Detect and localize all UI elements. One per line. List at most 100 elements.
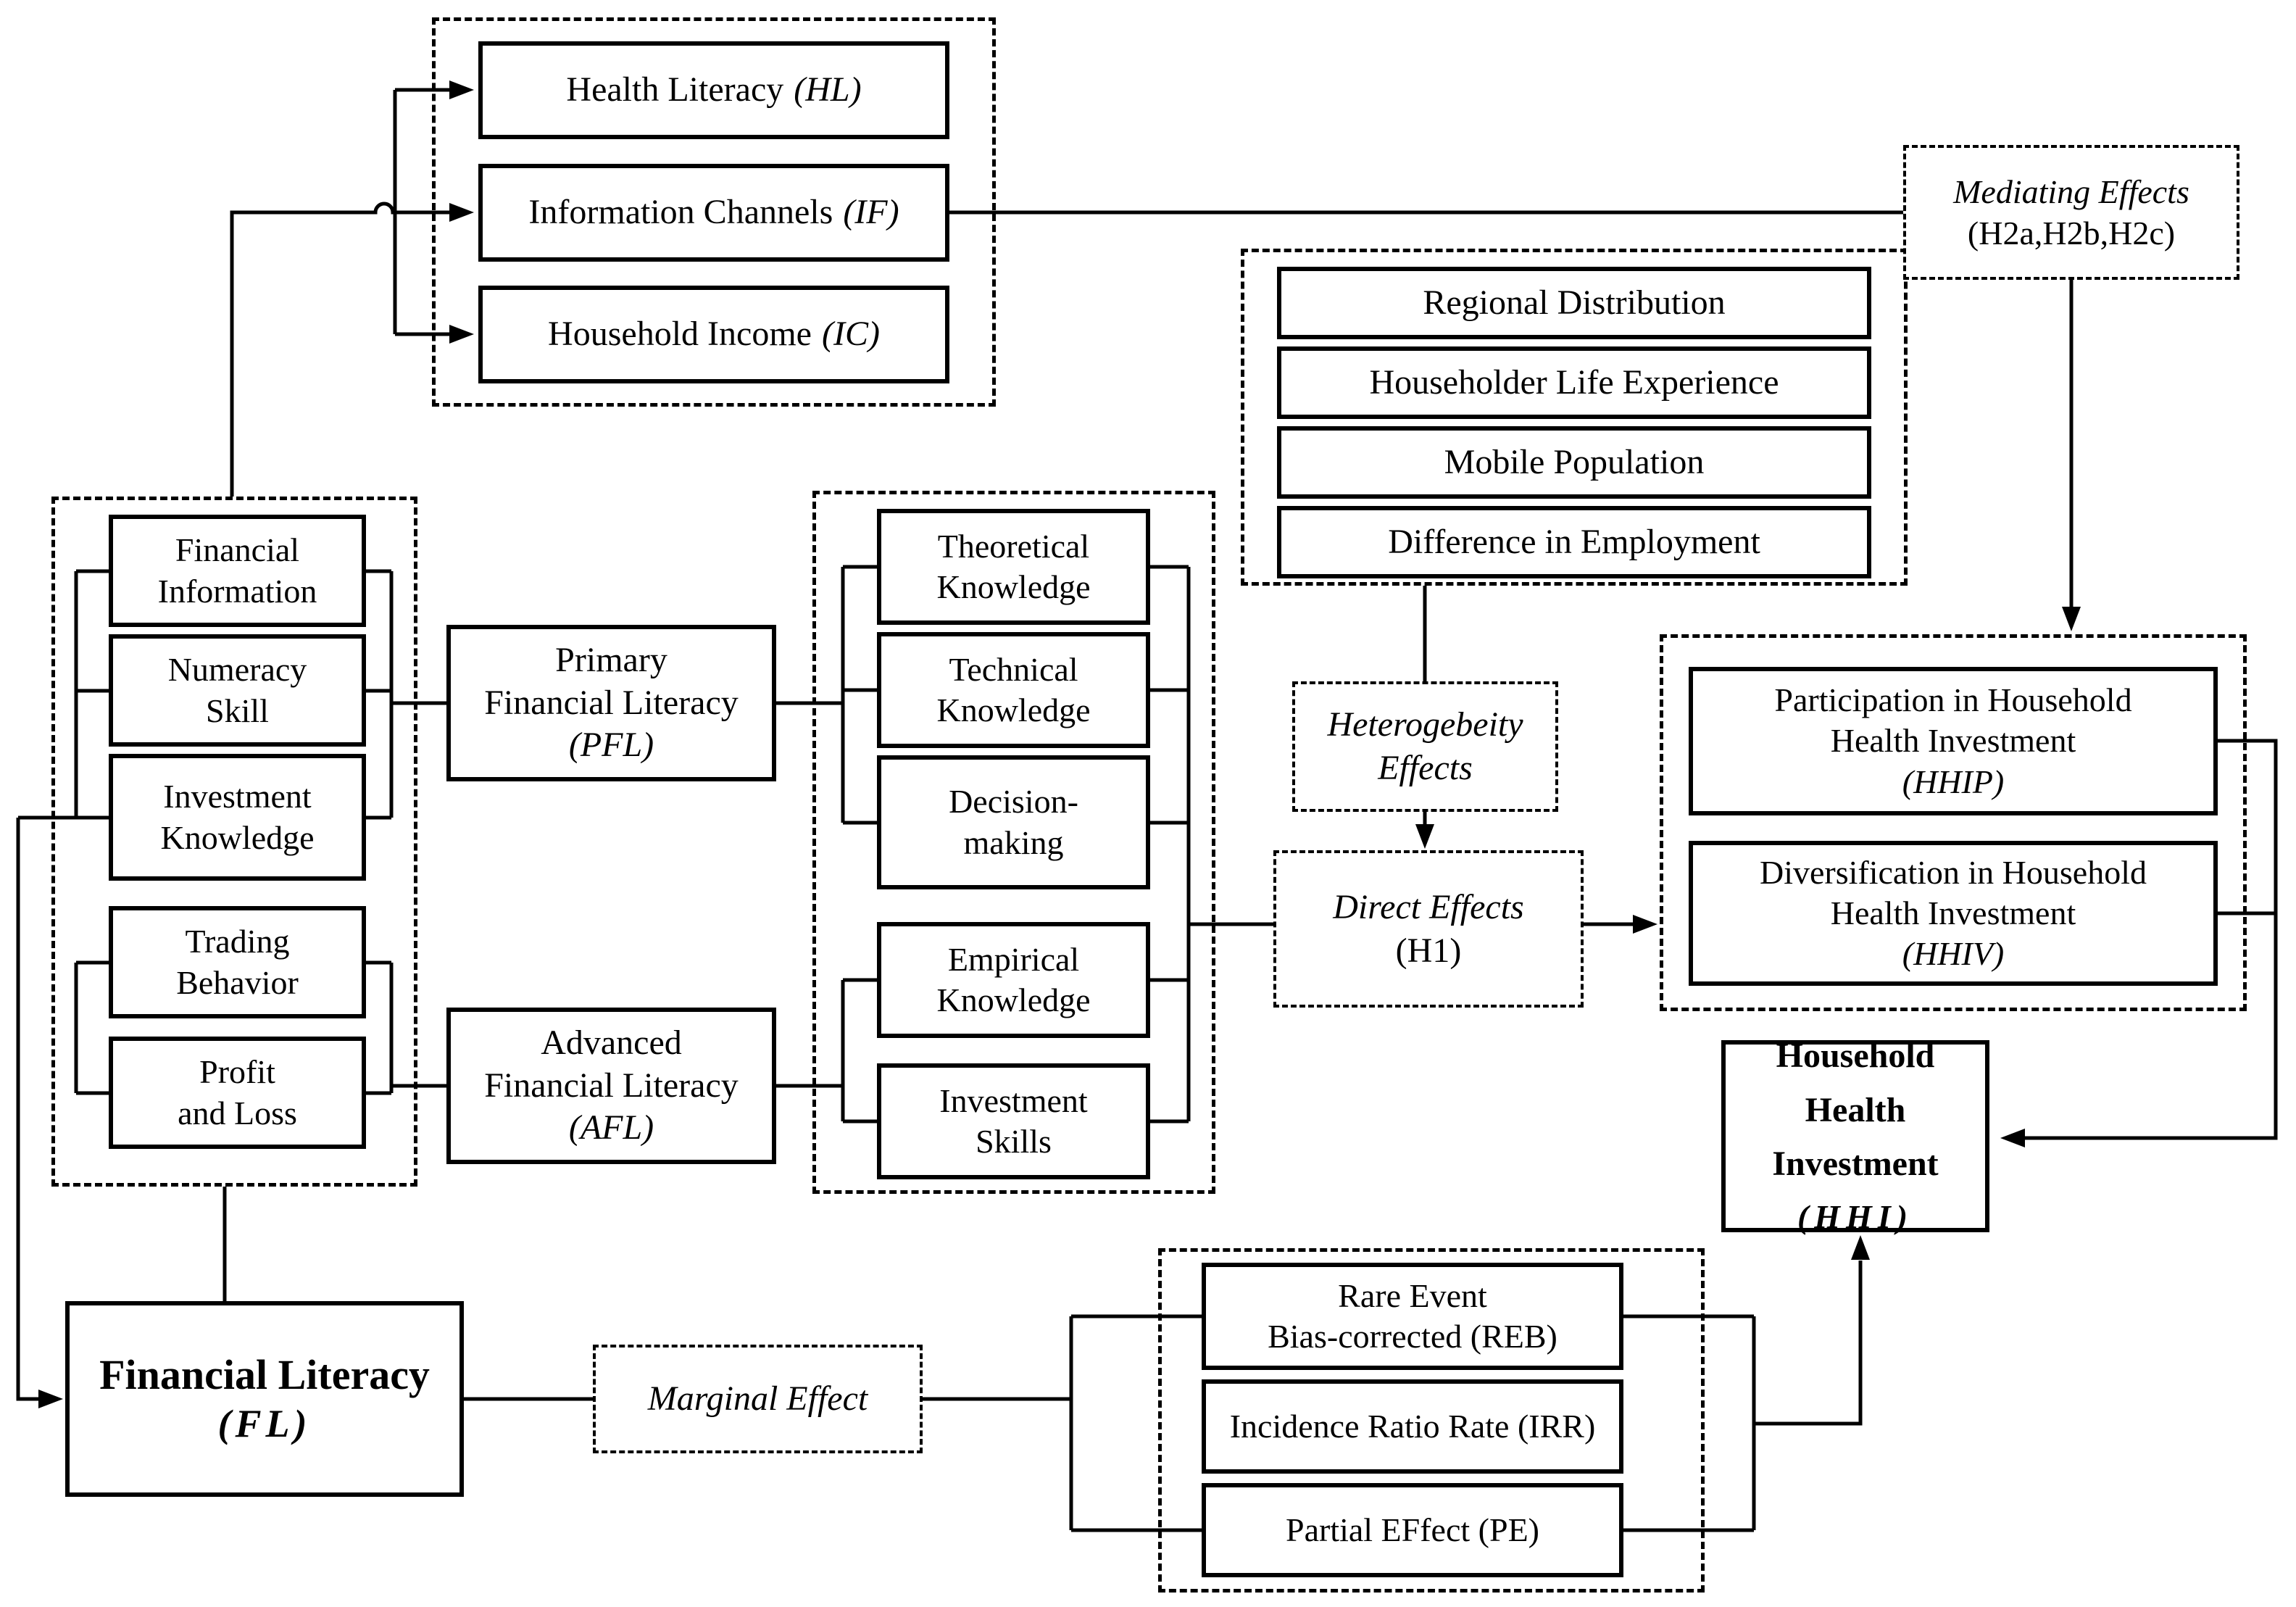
reb-line2: Bias-corrected (REB) [1268,1318,1557,1355]
pfl-line2: Financial Literacy [484,683,739,722]
arrowhead-into-fl [38,1390,63,1408]
heterogeneity-effects-box: Heterogebeity Effects [1292,681,1558,812]
investment-knowledge-line1: Investment [163,778,312,815]
empirical-knowledge-box: Empirical Knowledge [877,922,1150,1038]
hhiv-box: Diversification in Household Health Inve… [1689,841,2218,986]
pfl-line1: Primary [555,641,667,680]
afl-line1: Advanced [541,1023,682,1063]
numeracy-skill-box: Numeracy Skill [109,634,366,747]
connector-left-to-mediators [230,202,395,497]
irr-box: Incidence Ratio Rate (IRR) [1202,1379,1623,1474]
heterogeneity-effects-line2: Effects [1378,749,1473,787]
mediating-effects-hypotheses: (H2a,H2b,H2c) [1967,215,2176,252]
connector-mid-left-brackets [776,565,877,1124]
financial-literacy-label: Financial Literacy [99,1350,430,1398]
marginal-effect-label: Marginal Effect [647,1379,868,1418]
arrowhead-mediating-down [2062,607,2081,631]
hhiv-line1: Diversification in Household [1759,853,2147,891]
household-income-label: Household Income [548,315,812,354]
connector-outcome-bracket [2021,739,2278,1140]
investment-skills-box: Investment Skills [877,1063,1150,1179]
mediating-effects-box: Mediating Effects (H2a,H2b,H2c) [1903,145,2239,280]
trading-behavior-line2: Behavior [176,963,299,1001]
robustness-container [1158,1248,1705,1593]
reb-line1: Rare Event [1338,1276,1487,1314]
advanced-financial-literacy-box: Advanced Financial Literacy (AFL) [446,1008,776,1164]
mediating-effects-title: Mediating Effects [1953,173,2189,210]
householder-life-experience-label: Householder Life Experience [1369,362,1779,402]
difference-in-employment-label: Difference in Employment [1388,522,1760,561]
health-literacy-abbr: (HL) [794,70,862,109]
arrowhead-ic [449,325,474,344]
household-income-box: Household Income (IC) [478,286,949,383]
profit-and-loss-line1: Profit [199,1053,275,1091]
connector-far-left [16,818,41,1401]
financial-literacy-abbr: (FL) [217,1402,312,1446]
household-income-abbr: (IC) [821,315,880,354]
pe-label: Partial EFfect (PE) [1285,1511,1539,1548]
hhip-abbr: (HHIP) [1902,763,2005,800]
afl-line2: Financial Literacy [484,1066,739,1105]
connector-robust-right-bracket [1623,1261,1863,1532]
marginal-effect-box: Marginal Effect [593,1345,923,1453]
outcomes-container [1660,634,2247,1011]
financial-information-line2: Information [157,572,317,610]
health-literacy-box: Health Literacy (HL) [478,41,949,139]
fl-indicators-container [51,497,417,1187]
empirical-knowledge-line2: Knowledge [936,981,1091,1018]
arrowhead-into-hhi-right [2000,1129,2025,1147]
theoretical-knowledge-box: Theoretical Knowledge [877,509,1150,625]
arrowhead-into-outcomes [1633,915,1657,934]
financial-literacy-box: Financial Literacy (FL) [65,1301,464,1497]
financial-information-line1: Financial [175,531,300,569]
numeracy-skill-line1: Numeracy [167,651,307,689]
theoretical-knowledge-line2: Knowledge [936,568,1091,605]
connector-mediator-bracket [393,88,452,336]
direct-effects-hypothesis: (H1) [1395,931,1462,970]
hhi-abbr: (HHI) [1797,1198,1914,1236]
direct-effects-box: Direct Effects (H1) [1273,850,1584,1008]
hhi-line1: Household Health [1776,1037,1935,1129]
financial-information-box: Financial Information [109,515,366,627]
hhiv-line2: Health Investment [1830,894,2076,931]
decision-making-line1: Decision- [949,783,1078,821]
hhip-box: Participation in Household Health Invest… [1689,667,2218,815]
decision-making-line2: making [963,823,1064,861]
mobile-population-box: Mobile Population [1277,426,1871,499]
heterogeneity-effects-line1: Heterogebeity [1327,705,1523,744]
hhi-box: Household Health Investment (HHI) [1721,1037,1989,1235]
theoretical-knowledge-line1: Theoretical [937,527,1090,565]
regional-distribution-label: Regional Distribution [1423,283,1726,322]
information-channels-abbr: (IF) [843,193,899,232]
connector-left-left-brackets [18,569,109,1095]
information-channels-label: Information Channels [528,193,833,232]
investment-skills-line2: Skills [976,1123,1052,1160]
primary-financial-literacy-box: Primary Financial Literacy (PFL) [446,625,776,781]
regional-distribution-box: Regional Distribution [1277,267,1871,339]
technical-knowledge-box: Technical Knowledge [877,632,1150,748]
investment-knowledge-line2: Knowledge [160,818,315,856]
arrowheads [38,80,2081,1408]
irr-label: Incidence Ratio Rate (IRR) [1229,1407,1596,1445]
connector-mid-right-bracket [1150,565,1191,1124]
trading-behavior-line1: Trading [185,923,290,960]
pe-box: Partial EFfect (PE) [1202,1483,1623,1577]
knowledge-indicators-container [812,491,1215,1194]
health-literacy-label: Health Literacy [566,70,784,109]
profit-and-loss-line2: and Loss [178,1094,297,1131]
information-channels-box: Information Channels (IF) [478,164,949,262]
arrowhead-into-hhi-bottom [1851,1235,1870,1260]
technical-knowledge-line1: Technical [949,650,1078,688]
trading-behavior-box: Trading Behavior [109,906,366,1018]
arrowhead-if [449,203,474,222]
mobile-population-label: Mobile Population [1444,442,1705,481]
arrowhead-direct-effects-top [1415,824,1434,849]
technical-knowledge-line2: Knowledge [936,692,1091,728]
pfl-abbr: (PFL) [568,726,654,765]
householder-life-experience-box: Householder Life Experience [1277,346,1871,419]
hhi-line2: Investment [1772,1145,1939,1184]
arrowhead-hl [449,80,474,99]
direct-effects-title: Direct Effects [1333,887,1524,926]
